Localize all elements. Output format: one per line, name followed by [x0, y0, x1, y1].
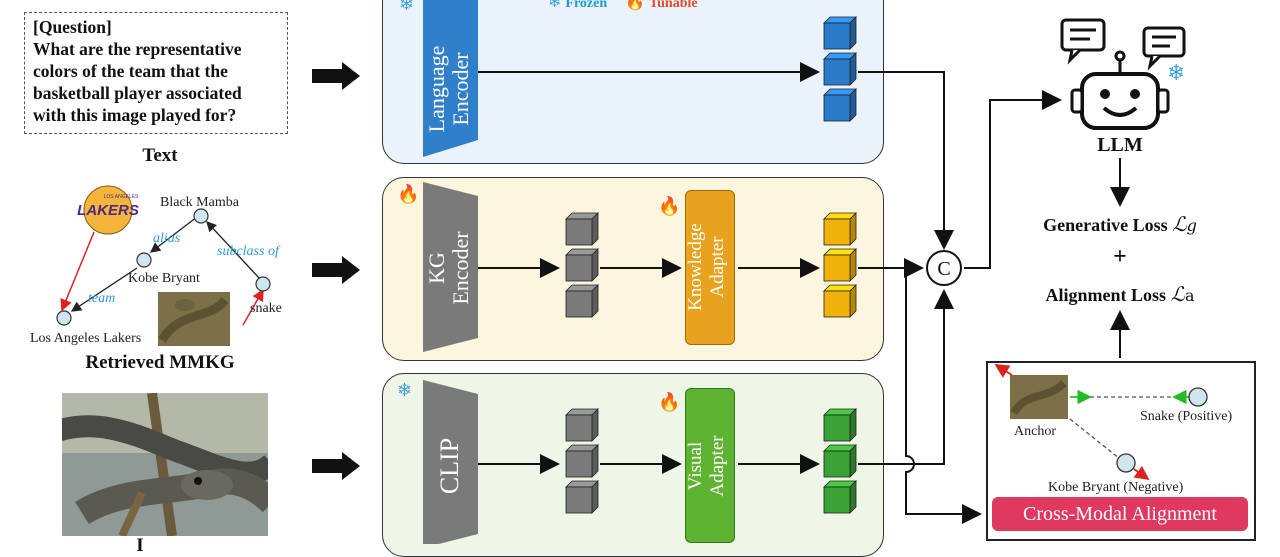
anchor-red-arrow: [994, 364, 1013, 378]
legend-tunable: Tunable: [649, 0, 698, 11]
negative-label: Kobe Bryant (Negative): [1048, 480, 1184, 495]
alignment-figure: Anchor Snake (Positive) Kobe Bryant (Neg…: [994, 364, 1232, 495]
negative-dashed-line: [1069, 418, 1121, 460]
concat-node: [926, 250, 962, 286]
negative-node: [1116, 453, 1136, 473]
text-caption: Text: [142, 145, 178, 166]
generative-loss-symbol: ℒ: [1172, 212, 1187, 236]
visual-adapter-tunable-icon: 🔥: [658, 392, 681, 412]
positive-label: Snake (Positive): [1140, 409, 1232, 424]
arrow-concat-to-llm: [964, 90, 1062, 269]
clip-encoder-shape: [423, 380, 478, 544]
generative-loss-text: Generative Loss: [1043, 215, 1168, 235]
kg-tunable-icon: 🔥: [397, 184, 420, 204]
clip-encoded-token-3: [565, 480, 599, 514]
edge-team: [70, 267, 138, 312]
robot-icon: [1060, 18, 1186, 130]
kg-snake-image: [158, 292, 230, 346]
encoder-shapes: [423, 0, 478, 544]
edge-logo-to-lakers: [60, 231, 95, 312]
kg-encoder-shape: [423, 182, 478, 352]
input-arrow-image: [312, 452, 360, 480]
tunable-legend-icon: 🔥: [625, 0, 646, 11]
input-snake-image: [62, 393, 268, 536]
legend: ❄ Frozen 🔥 Tunable: [548, 0, 698, 12]
question-text: What are the representative colors of th…: [33, 39, 242, 125]
generative-loss: Generative Loss ℒg: [1000, 212, 1240, 236]
kg-encoded-token-2: [565, 248, 599, 282]
input-arrow-text: [312, 62, 360, 90]
visual-adapter: [685, 388, 735, 543]
clip-frozen-icon: ❄: [397, 380, 413, 400]
flow-arrows: C: [478, 16, 1130, 524]
generative-loss-sub: g: [1186, 216, 1197, 235]
clip-encoded-token-1: [565, 408, 599, 442]
kg-encoded-token-1: [565, 212, 599, 246]
question-heading: [Question]: [33, 17, 112, 37]
input-arrow-kg: [312, 256, 360, 284]
edge-label-alias: alias: [153, 231, 181, 246]
alignment-loss-symbol: ℒ: [1170, 282, 1185, 306]
knowledge-token-2: [823, 248, 857, 282]
visual-token-1: [823, 408, 857, 442]
mmkg-caption: Retrieved MMKG: [85, 352, 235, 373]
language-token-3: [823, 88, 857, 122]
arrow-lang-to-concat: [858, 71, 954, 250]
edge-snake-image: [242, 288, 264, 326]
llm-label: LLM: [1097, 134, 1143, 156]
arrow-to-alignment: [905, 268, 982, 524]
frozen-legend-icon: ❄: [548, 0, 562, 11]
cross-modal-alignment-label: Cross-Modal Alignment: [992, 497, 1248, 531]
llm-frozen-icon: ❄: [1167, 60, 1186, 85]
knowledge-token-3: [823, 284, 857, 318]
label-black-mamba: Black Mamba: [160, 195, 240, 210]
knowledge-adapter-tunable-icon: 🔥: [658, 196, 681, 216]
label-snake: snake: [250, 301, 282, 316]
anchor-label: Anchor: [1014, 424, 1056, 439]
alignment-loss-sub: a: [1184, 286, 1195, 305]
negative-red-arrow: [1133, 465, 1150, 481]
language-encoder-shape: [423, 0, 478, 157]
alignment-loss: Alignment Loss ℒa: [1000, 282, 1240, 306]
language-token-1: [823, 16, 857, 50]
edge-subclass: [206, 221, 261, 280]
label-kobe: Kobe Bryant: [128, 271, 200, 286]
label-lakers: Los Angeles Lakers: [30, 331, 141, 346]
loss-plus: +: [1113, 244, 1127, 270]
arrow-visual-to-concat: [858, 289, 954, 465]
knowledge-token-1: [823, 212, 857, 246]
kg-graph: LAKERS LOS ANGELES Black Mamba Kobe Brya…: [30, 185, 282, 346]
concat-symbol: C: [937, 258, 950, 280]
kg-encoded-token-3: [565, 284, 599, 318]
edge-alias: [149, 216, 198, 253]
lakers-logo-text: LAKERS: [77, 202, 139, 219]
node-snake: [255, 276, 271, 292]
visual-token-2: [823, 444, 857, 478]
language-frozen-icon: ❄: [399, 0, 415, 14]
node-lakers: [56, 310, 72, 326]
clip-encoded-token-2: [565, 444, 599, 478]
lakers-logo-small-text: LOS ANGELES: [104, 194, 139, 200]
alignment-loss-text: Alignment Loss: [1045, 285, 1167, 305]
edge-label-subclass: subclass of: [217, 244, 281, 259]
anchor-image: [1010, 375, 1068, 419]
legend-frozen: Frozen: [565, 0, 608, 11]
edge-label-team: team: [88, 291, 115, 306]
node-kobe: [136, 252, 152, 268]
question-box: [Question] What are the representative c…: [24, 12, 288, 134]
visual-token-3: [823, 480, 857, 514]
language-token-2: [823, 52, 857, 86]
knowledge-adapter: [685, 190, 735, 345]
node-black-mamba: [193, 208, 209, 224]
positive-node: [1188, 387, 1208, 407]
lakers-logo: LAKERS LOS ANGELES: [77, 185, 139, 235]
